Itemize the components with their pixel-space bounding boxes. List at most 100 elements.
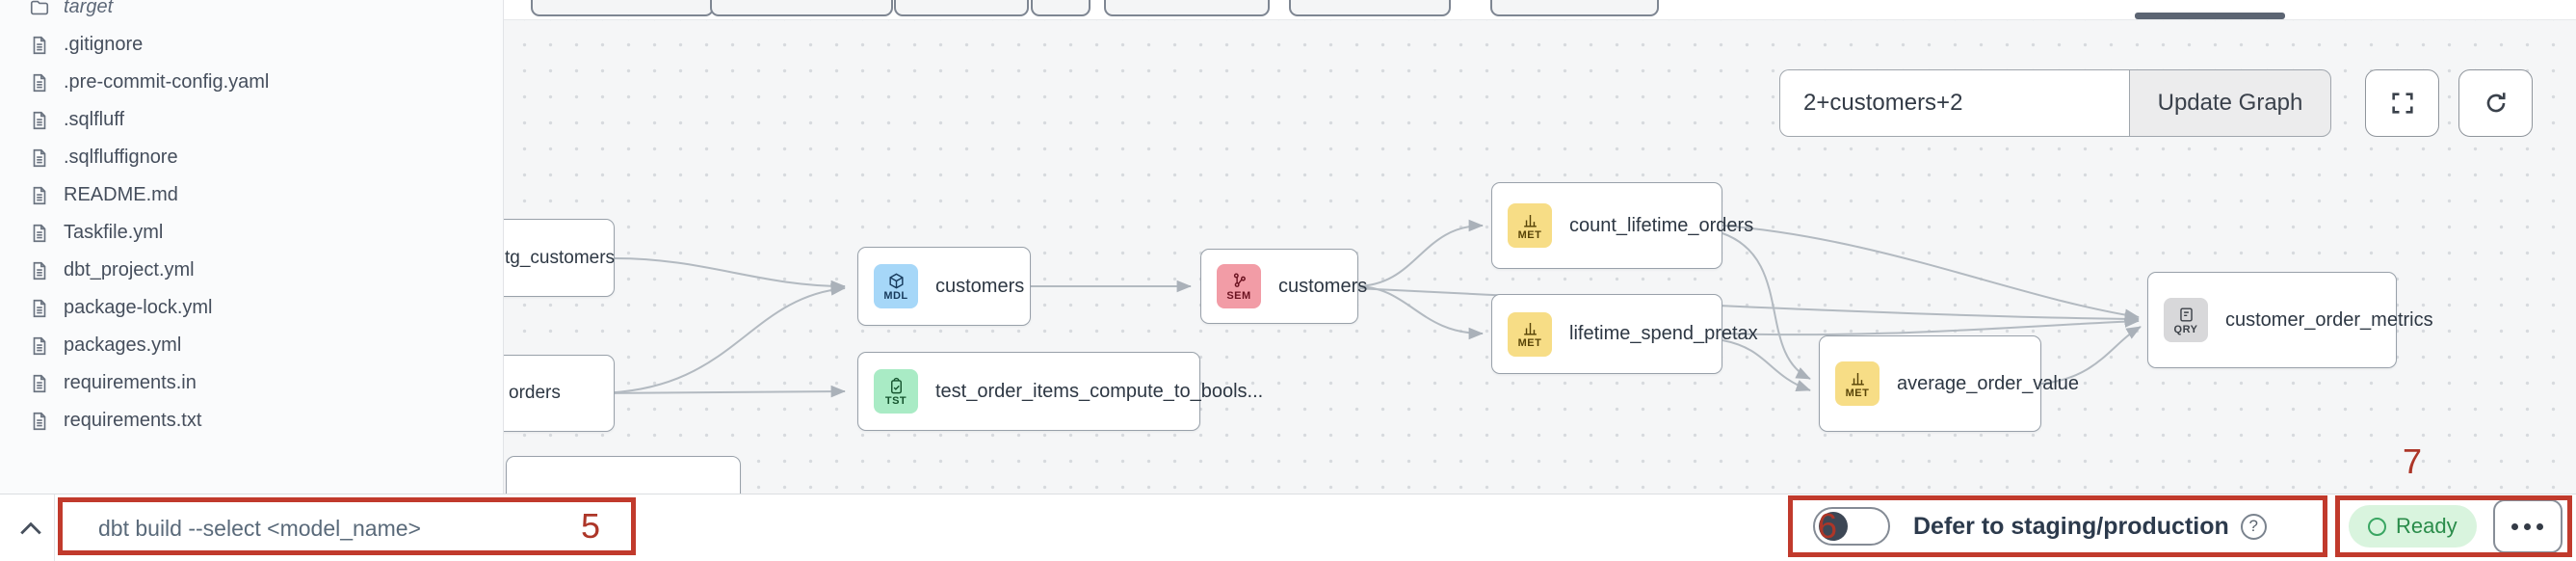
ellipsis-icon — [2537, 522, 2544, 530]
ready-ring-icon — [2368, 517, 2386, 536]
question-mark-icon[interactable]: ? — [2240, 513, 2267, 540]
status-badge[interactable]: Ready — [2349, 505, 2477, 548]
file-label: .gitignore — [64, 34, 144, 55]
divider — [54, 494, 55, 561]
file-label: packages.yml — [64, 334, 182, 356]
defer-toggle[interactable] — [1813, 507, 1890, 546]
selector-value: 2+customers+2 — [1803, 90, 1963, 116]
refresh-icon — [2486, 93, 2506, 113]
model-badge: MDL — [874, 264, 918, 308]
node-label: average_order_value — [1897, 372, 2080, 394]
file-row[interactable]: packages.yml — [0, 327, 503, 364]
file-label: Taskfile.yml — [64, 222, 164, 243]
file-row[interactable]: .pre-commit-config.yaml — [0, 64, 503, 101]
folder-icon — [30, 0, 49, 14]
file-row[interactable]: requirements.txt — [0, 402, 503, 440]
defer-label: Defer to staging/production — [1913, 512, 2229, 540]
file-icon — [33, 148, 46, 167]
metric-badge: MET — [1835, 361, 1879, 406]
file-icon — [33, 336, 46, 355]
metric-badge: MET — [1508, 203, 1552, 248]
file-row[interactable]: Taskfile.yml — [0, 214, 503, 252]
node-label: test_order_items_compute_to_bools... — [935, 380, 1264, 402]
file-explorer-panel: target .gitignore .pre-commit-config.yam… — [0, 0, 504, 494]
toolbar-button-partial[interactable] — [1031, 0, 1091, 16]
lineage-node-customers-semantic[interactable]: SEM customers — [1200, 249, 1367, 324]
lineage-node-customers-model[interactable]: MDL customers — [857, 247, 1031, 326]
lineage-node-stg-customers[interactable]: tg_customers — [504, 219, 615, 297]
toolbar-button-partial[interactable] — [1490, 0, 1659, 16]
node-label: lifetime_spend_pretax — [1569, 323, 1758, 344]
node-label: tg_customers — [505, 247, 616, 268]
file-row[interactable]: .sqlfluff — [0, 101, 503, 139]
fullscreen-button[interactable] — [2365, 69, 2439, 137]
bar-chart-icon — [1523, 322, 1537, 335]
branch-dots-icon — [1233, 273, 1246, 287]
semantic-model-badge: SEM — [1217, 264, 1261, 308]
toolbar-button-partial[interactable] — [531, 0, 714, 16]
status-label: Ready — [2396, 514, 2458, 538]
toolbar-button-partial[interactable] — [1104, 0, 1270, 16]
clipboard-check-icon — [890, 377, 902, 393]
file-label: requirements.txt — [64, 410, 202, 431]
file-label: .sqlfluffignore — [64, 147, 178, 168]
file-row[interactable]: README.md — [0, 176, 503, 214]
file-icon — [33, 186, 46, 204]
file-row-target[interactable]: target — [0, 0, 503, 26]
defer-toggle-group: Defer to staging/production ? — [1788, 494, 2327, 558]
lineage-node-lifetime-spend-pretax[interactable]: MET lifetime_spend_pretax — [1491, 294, 1758, 374]
toggle-knob — [1819, 512, 1848, 541]
file-row[interactable]: .gitignore — [0, 26, 503, 64]
node-label: customers — [1278, 275, 1368, 297]
chevron-up-icon — [20, 521, 41, 535]
ellipsis-icon — [2524, 522, 2532, 530]
more-options-button[interactable] — [2492, 499, 2563, 553]
graph-selector-group: 2+customers+2 Update Graph — [1779, 69, 2331, 137]
command-input[interactable]: dbt build --select <model_name> — [98, 515, 421, 541]
top-toolbar-strip — [504, 0, 2576, 20]
file-row[interactable]: package-lock.yml — [0, 289, 503, 327]
file-icon — [33, 111, 46, 129]
saved-query-badge: QRY — [2164, 298, 2208, 342]
lineage-node-average-order-value[interactable]: MET average_order_value — [1819, 335, 2079, 432]
fullscreen-icon — [2391, 93, 2413, 114]
refresh-button[interactable] — [2458, 69, 2533, 137]
file-row[interactable]: dbt_project.yml — [0, 252, 503, 289]
toolbar-button-partial[interactable] — [710, 0, 893, 16]
bar-chart-icon — [1851, 372, 1864, 386]
file-label: .pre-commit-config.yaml — [64, 71, 270, 93]
file-label: .sqlfluff — [64, 109, 124, 130]
toolbar-button-partial[interactable] — [894, 0, 1029, 16]
lineage-node-orders[interactable]: orders — [504, 355, 615, 432]
node-label: customers — [935, 275, 1025, 297]
file-label: README.md — [64, 184, 178, 205]
lineage-canvas[interactable]: tg_customers orders MDL customers TST te… — [504, 20, 2576, 494]
file-label: dbt_project.yml — [64, 259, 195, 280]
collapse-command-bar-button[interactable] — [13, 511, 48, 546]
lineage-node-test-order-items[interactable]: TST test_order_items_compute_to_bools... — [857, 352, 1263, 431]
ellipsis-icon — [2511, 522, 2519, 530]
lineage-node-partial-bottom[interactable] — [506, 456, 741, 494]
file-row[interactable]: requirements.in — [0, 364, 503, 402]
file-label: target — [64, 0, 114, 17]
node-label: orders — [509, 383, 561, 403]
update-graph-button[interactable]: Update Graph — [2129, 69, 2331, 137]
metric-badge: MET — [1508, 311, 1552, 357]
file-icon — [33, 412, 46, 430]
node-label: customer_order_metrics — [2225, 308, 2433, 331]
command-bar: dbt build --select <model_name> Defer to… — [0, 494, 2576, 561]
cube-icon — [888, 273, 904, 288]
file-icon — [33, 36, 46, 54]
file-row[interactable]: .sqlfluffignore — [0, 139, 503, 176]
file-icon — [33, 261, 46, 280]
lineage-node-count-lifetime-orders[interactable]: MET count_lifetime_orders — [1491, 182, 1753, 269]
selector-input[interactable]: 2+customers+2 — [1779, 69, 2129, 137]
node-label: count_lifetime_orders — [1569, 214, 1754, 236]
file-icon — [33, 224, 46, 242]
lineage-node-customer-order-metrics[interactable]: QRY customer_order_metrics — [2147, 272, 2433, 368]
status-group: Ready — [2335, 494, 2572, 558]
query-document-icon — [2179, 307, 2193, 322]
file-icon — [33, 73, 46, 92]
toolbar-button-partial[interactable] — [1289, 0, 1451, 16]
